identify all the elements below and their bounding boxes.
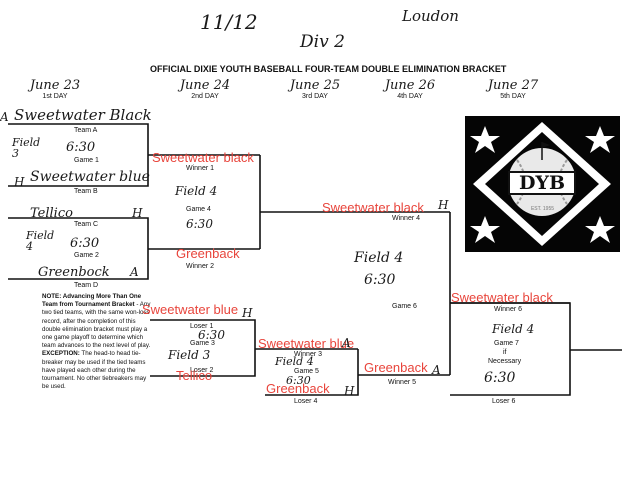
team-d-mark: A	[130, 265, 139, 279]
game5-field: Field 4	[275, 355, 314, 368]
game5-label: Game 5	[294, 368, 319, 375]
dyb-logo-graphic	[465, 116, 620, 252]
day-header-2: June 24 2nd DAY	[179, 78, 231, 100]
winner4-label: Winner 4	[392, 215, 421, 222]
team-a-label: Team A	[74, 127, 98, 134]
game2-time: 6:30	[70, 236, 100, 251]
game2-label: Game 2	[74, 252, 99, 259]
bracket-title: OFFICIAL DIXIE YOUTH BASEBALL FOUR-TEAM …	[150, 64, 507, 74]
game2-field: Field 4	[26, 229, 55, 253]
game3-label: Game 3	[190, 340, 215, 347]
game6-time: 6:30	[364, 272, 396, 288]
location-note: Loudon	[402, 7, 459, 25]
team-d-label: Team D	[74, 282, 99, 289]
game5-time: 6:30	[286, 374, 311, 387]
game7-label: Game 7	[494, 340, 519, 347]
team-c-mark: H	[132, 206, 143, 220]
game5-bracket	[265, 349, 359, 396]
winner1-label: Winner 1	[186, 165, 215, 172]
game4-field: Field 4	[175, 184, 218, 198]
loser4-mark: H	[344, 384, 355, 398]
day-header-5: June 27 5th DAY	[487, 78, 539, 100]
loser4-label: Loser 4	[294, 398, 318, 405]
game4-time: 6:30	[186, 217, 213, 231]
dyb-logo: DYB EST. 1955	[465, 116, 620, 252]
team-c-name: Tellico	[30, 206, 73, 221]
day-header-1: June 23 1st DAY	[29, 78, 81, 100]
game1-field: Field 3	[12, 136, 41, 160]
team-a-mark: A	[0, 110, 9, 124]
game7-if-label: if	[503, 349, 507, 356]
game3-time: 6:30	[198, 328, 225, 342]
loser1-mark: H	[242, 306, 253, 320]
team-b-mark: H	[14, 175, 25, 189]
game1-time: 6:30	[66, 140, 96, 155]
logo-est: EST. 1955	[530, 206, 555, 212]
team-d-name: Greenbock	[38, 265, 110, 280]
game6-label: Game 6	[392, 303, 417, 310]
winner5-label: Winner 5	[388, 379, 417, 386]
winner2-label: Winner 2	[186, 263, 215, 270]
division-note: Div 2	[300, 32, 345, 52]
game4-label: Game 4	[186, 206, 211, 213]
loser4-name: Greenback	[266, 381, 330, 396]
winner4-name: Sweetwater black	[322, 200, 424, 215]
winner4-mark: H	[438, 198, 449, 212]
winner6-name: Sweetwater black	[451, 290, 553, 305]
game3-bracket	[150, 319, 256, 377]
team-c-label: Team C	[74, 221, 99, 228]
winner3-label: Winner 3	[294, 351, 323, 358]
loser1-label: Loser 1	[190, 323, 214, 330]
game6-field: Field 4	[354, 250, 404, 266]
winner5-mark: A	[432, 363, 441, 377]
logo-text: DYB	[518, 172, 566, 194]
game1-label: Game 1	[74, 157, 99, 164]
winner5-name: Greenback	[364, 360, 428, 375]
game7-time: 6:30	[484, 370, 516, 386]
team-a-name: Sweetwater Black	[14, 106, 152, 124]
winner6-label: Winner 6	[494, 306, 523, 313]
winner3-mark: A	[342, 336, 351, 350]
loser2-name: Tellico	[176, 368, 213, 383]
winner3-name: Sweetwater blue	[258, 336, 355, 351]
game7-necessary-label: Necessary	[488, 358, 522, 365]
game7-bracket	[450, 302, 571, 396]
game3-field: Field 3	[168, 348, 211, 362]
day-header-3: June 25 3rd DAY	[289, 78, 341, 100]
winner2-name: Greenback	[176, 246, 240, 261]
team-b-name: Sweetwater blue	[30, 169, 150, 185]
loser2-label: Loser 2	[190, 367, 214, 374]
date-note: 11/12	[200, 10, 258, 34]
loser6-label: Loser 6	[492, 398, 516, 405]
loser1-name: Sweetwater blue	[142, 302, 239, 317]
winner1-name: Sweetwater black	[152, 150, 254, 165]
team-b-label: Team B	[74, 188, 98, 195]
day-header-4: June 26 4th DAY	[384, 78, 436, 100]
game7-field: Field 4	[492, 322, 535, 336]
tiebreaker-note: NOTE: Advancing More Than One Team from …	[42, 293, 151, 391]
